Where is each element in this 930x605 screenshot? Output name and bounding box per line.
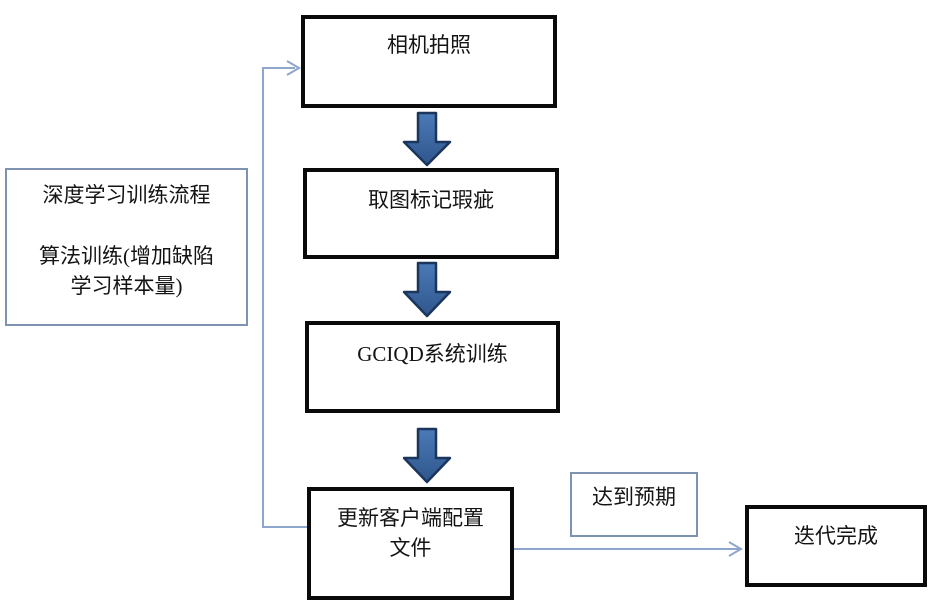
node-camera-label: 相机拍照	[387, 33, 471, 57]
block-arrow-down-3-icon	[402, 427, 452, 484]
node-gciqd-training-label: GCIQD系统训练	[357, 342, 508, 366]
edge-label-reach-expectation: 达到预期	[570, 472, 698, 537]
node-update-config-label: 更新客户端配置 文件	[337, 506, 484, 561]
block-arrow-down-1-icon	[402, 111, 452, 167]
node-camera: 相机拍照	[301, 15, 557, 108]
edge-label-reach-expectation-text: 达到预期	[592, 485, 676, 509]
node-update-config: 更新客户端配置 文件	[307, 487, 514, 600]
node-iteration-done: 迭代完成	[745, 505, 927, 587]
feedback-connector-line	[262, 67, 307, 528]
note-training-process: 深度学习训练流程 算法训练(增加缺陷 学习样本量)	[5, 168, 248, 326]
note-training-process-label: 深度学习训练流程 算法训练(增加缺陷 学习样本量)	[39, 183, 214, 299]
done-connector-arrowhead-icon	[728, 541, 743, 557]
node-mark-defects: 取图标记瑕疵	[303, 168, 559, 259]
node-gciqd-training: GCIQD系统训练	[305, 321, 560, 413]
block-arrow-down-2-icon	[402, 261, 452, 318]
feedback-connector-arrowhead-icon	[286, 60, 301, 76]
node-iteration-done-label: 迭代完成	[794, 524, 878, 548]
node-mark-defects-label: 取图标记瑕疵	[368, 188, 494, 212]
